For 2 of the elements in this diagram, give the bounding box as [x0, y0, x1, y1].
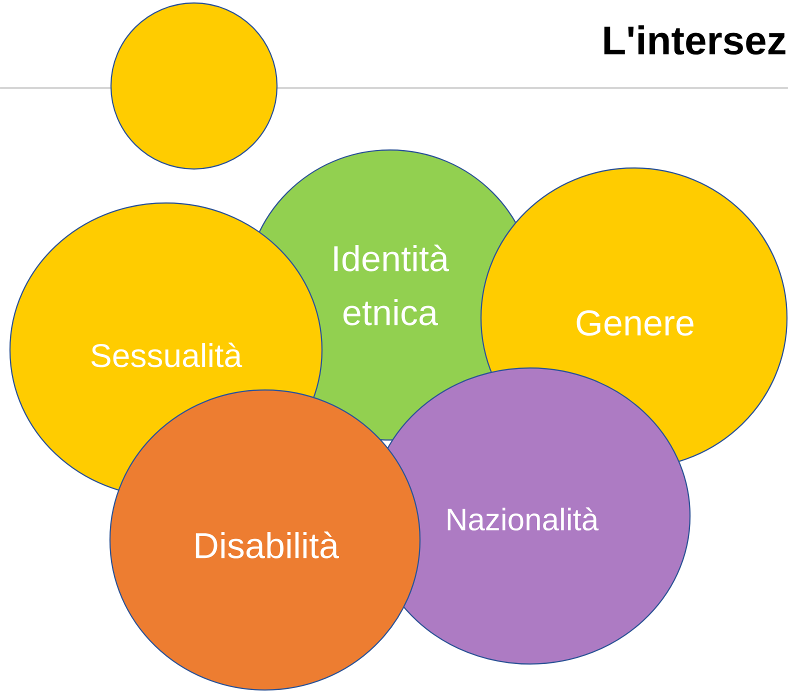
- circle: [110, 2, 278, 170]
- title: L'intersez: [604, 25, 786, 55]
